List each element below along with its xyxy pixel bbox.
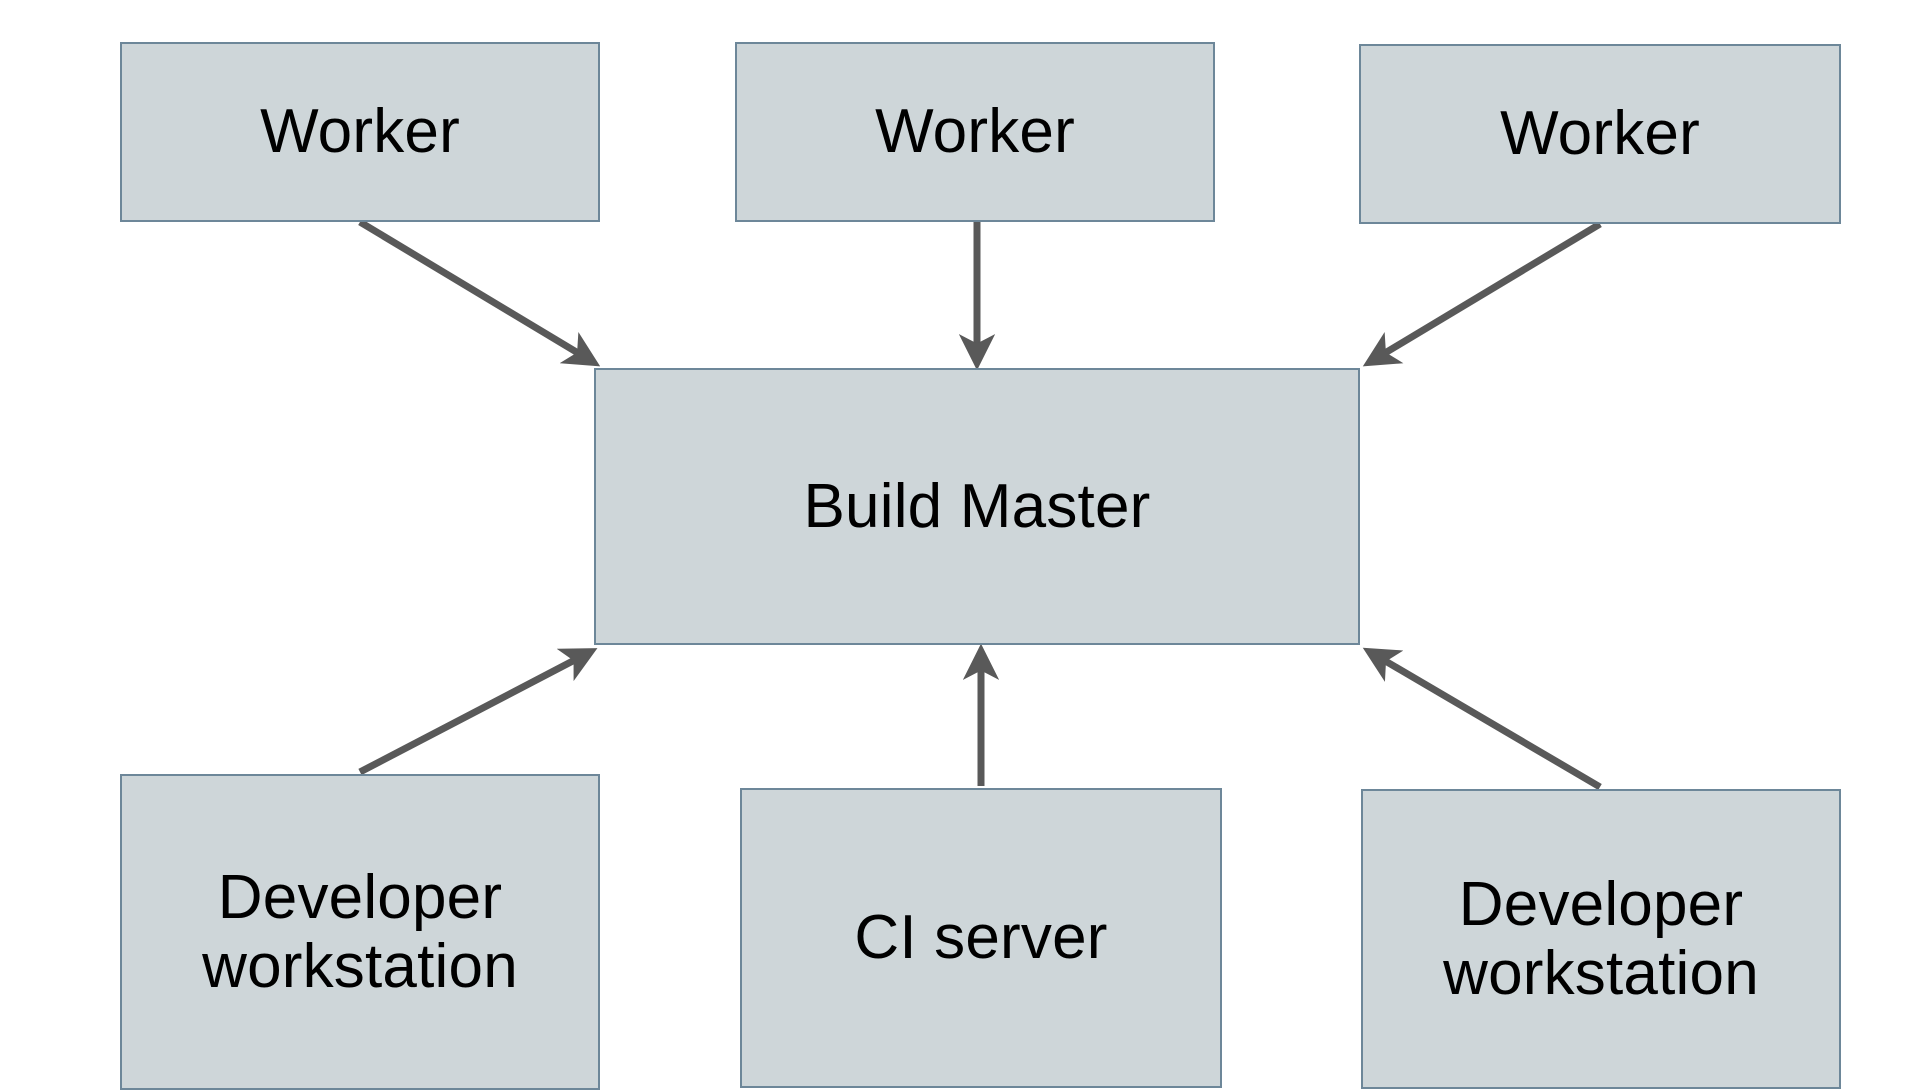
node-worker-1-label: Worker	[260, 97, 460, 167]
node-developer-workstation-left-label: Developer workstation	[202, 862, 518, 1001]
node-worker-3[interactable]: Worker	[1359, 44, 1841, 224]
node-ci-server[interactable]: CI server	[740, 788, 1222, 1088]
node-build-master[interactable]: Build Master	[594, 368, 1360, 645]
node-developer-workstation-right-label: Developer workstation	[1443, 869, 1759, 1008]
edge-devws1-to-master	[358, 648, 598, 776]
node-developer-workstation-right[interactable]: Developer workstation	[1361, 789, 1841, 1089]
node-worker-2-label: Worker	[875, 97, 1075, 167]
edge-worker3-to-master	[1362, 220, 1602, 367]
node-build-master-label: Build Master	[803, 471, 1151, 541]
node-worker-2[interactable]: Worker	[735, 42, 1215, 222]
node-worker-1[interactable]: Worker	[120, 42, 600, 222]
node-developer-workstation-left[interactable]: Developer workstation	[120, 774, 600, 1090]
node-worker-3-label: Worker	[1500, 99, 1700, 169]
node-ci-server-label: CI server	[854, 903, 1108, 973]
edge-worker1-to-master	[358, 218, 601, 367]
edge-devws2-to-master	[1362, 647, 1602, 791]
